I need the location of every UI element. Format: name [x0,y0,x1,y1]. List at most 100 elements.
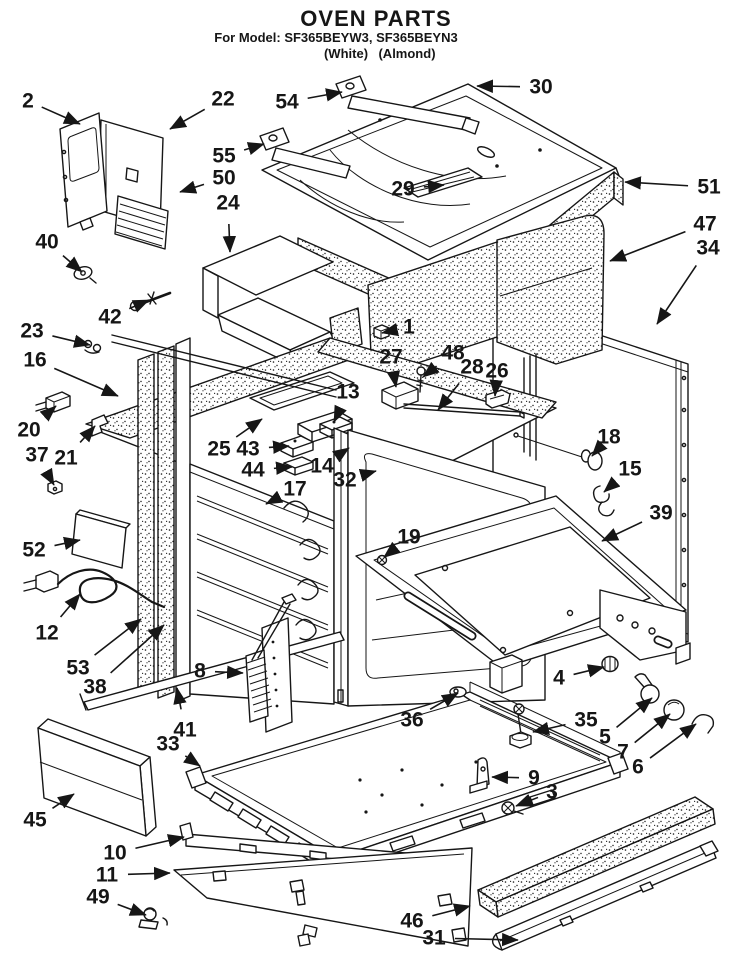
callout-14: 14 [310,455,334,478]
callout-leader-12 [61,593,80,617]
callout-leader-52 [55,536,81,550]
callout-leader-53 [95,619,142,655]
callout-45: 45 [23,809,47,832]
callout-leader-25 [236,419,263,437]
callout-leader-34 [657,265,696,325]
callout-22: 22 [211,88,234,111]
callout-9: 9 [528,767,540,790]
callout-leader-22 [169,109,205,129]
callout-5: 5 [599,726,611,749]
bottom-panel [174,848,472,946]
callout-36: 36 [400,709,423,732]
callout-leader-32 [358,468,377,482]
callout-leader-4 [574,664,605,678]
light-bulb [635,674,659,703]
callout-43: 43 [236,438,259,461]
cavity-top [86,325,556,522]
callout-leader-44 [274,461,293,475]
callout-leader-51 [624,176,688,190]
callout-leader-36 [430,693,459,709]
finish-white-label: (White) [323,46,369,61]
bottom-insulation-bar [478,797,715,917]
callout-15: 15 [618,458,642,481]
callout-53: 53 [66,657,89,680]
callout-leader-15 [603,476,621,492]
callout-leader-19 [383,541,401,557]
callout-17: 17 [283,478,306,501]
callout-leader-41 [173,687,187,709]
callout-24: 24 [216,192,240,215]
thermostat [382,382,524,418]
screw-19 [378,556,387,565]
callout-leader-38 [111,625,165,673]
callout-42: 42 [98,306,121,329]
callout-leader-21 [79,425,95,442]
broil-element [246,594,296,732]
screw-3 [502,802,523,814]
callout-leader-16 [54,368,119,396]
callout-7: 7 [617,741,629,764]
callout-leader-18 [592,439,608,457]
drawer-front-panel [38,719,156,836]
rear-access-panels [60,113,168,249]
callout-10: 10 [103,842,126,865]
callout-4: 4 [553,667,565,690]
callout-leader-35 [532,721,566,736]
callout-6: 6 [632,756,644,779]
callout-48: 48 [441,342,465,365]
light-socket [602,657,618,672]
callout-2: 2 [22,90,34,113]
callout-leader-20 [39,406,57,422]
callout-leader-7 [635,714,671,743]
callout-35: 35 [574,709,598,732]
callout-leader-29 [424,179,445,194]
callout-leader-46 [432,903,471,916]
callout-leader-50 [179,180,204,194]
callout-leader-6 [650,724,697,758]
vent-duct [203,236,362,367]
callout-leader-11 [128,866,171,881]
callout-32: 32 [333,469,356,492]
callout-leader-33 [183,751,201,766]
callout-11: 11 [96,864,119,887]
model-line: For Model: SF365BEYW3, SF365BEYN3 [214,30,458,45]
callout-leader-9 [491,770,519,785]
callout-16: 16 [23,349,46,372]
callout-39: 39 [649,502,672,525]
callout-leader-43 [269,440,290,454]
callout-leader-28 [438,383,459,411]
callout-leader-14 [331,448,350,463]
nut-37 [48,481,62,494]
page-title: OVEN PARTS [300,6,452,31]
callout-52: 52 [22,539,45,562]
callout-leader-54 [308,88,343,102]
callout-26: 26 [485,360,508,383]
callout-51: 51 [697,176,721,199]
callout-leader-10 [135,834,185,848]
callout-3: 3 [546,781,558,804]
callout-18: 18 [597,426,621,449]
callout-leader-42 [129,300,150,313]
callout-leader-48 [422,361,440,377]
finish-almond-label: (Almond) [378,46,436,61]
callout-leader-55 [244,142,265,156]
callout-leader-40 [63,256,83,272]
lens-retainer-wire [692,715,713,733]
callout-13: 13 [336,381,359,404]
maintop-panel [260,76,621,260]
callout-30: 30 [529,76,552,99]
callout-40: 40 [35,231,58,254]
callout-8: 8 [194,660,206,683]
callout-50: 50 [212,167,235,190]
callout-20: 20 [17,419,40,442]
callout-31: 31 [422,927,446,950]
callout-leader-31 [455,932,519,947]
callout-37: 37 [25,444,48,467]
callout-19: 19 [397,526,420,549]
power-cord [24,570,164,607]
callout-49: 49 [86,886,109,909]
callout-leader-2 [42,107,81,124]
